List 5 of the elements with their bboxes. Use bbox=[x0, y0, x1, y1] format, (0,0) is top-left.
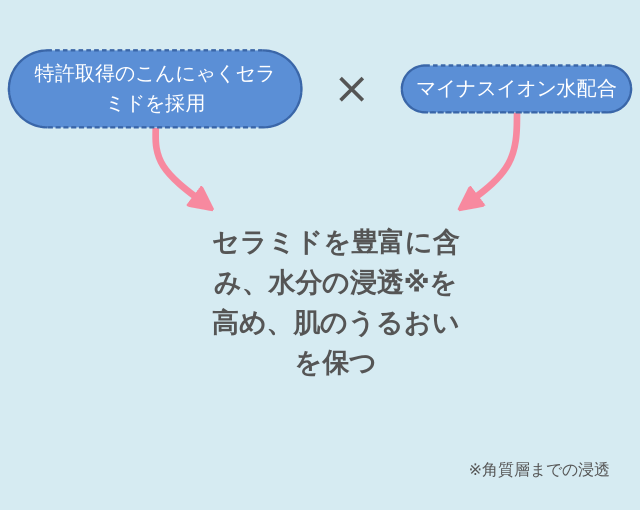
arrow bbox=[457, 112, 520, 212]
arrow bbox=[152, 128, 214, 212]
node-text: セラミドを豊富に含み、水分の浸透※を高め、肌のうるおいを保つ bbox=[212, 226, 460, 378]
footnote: ※角質層までの浸透 bbox=[468, 460, 610, 481]
multiply-sign: × bbox=[333, 66, 370, 111]
